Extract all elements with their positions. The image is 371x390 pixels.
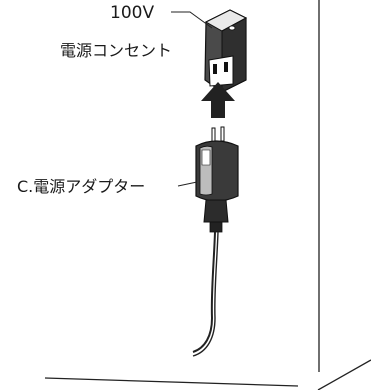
insert-arrow xyxy=(201,82,235,118)
outlet-voltage-label: 100V xyxy=(110,3,154,23)
wall-outlet xyxy=(204,9,248,93)
leader-lines xyxy=(171,11,213,187)
outlet-name-label: 電源コンセント xyxy=(60,41,172,60)
ac-adapter xyxy=(195,126,239,233)
adapter-name-label: C.電源アダプター xyxy=(17,177,145,196)
cabinet-outline xyxy=(44,0,371,390)
power-cable xyxy=(192,231,219,357)
